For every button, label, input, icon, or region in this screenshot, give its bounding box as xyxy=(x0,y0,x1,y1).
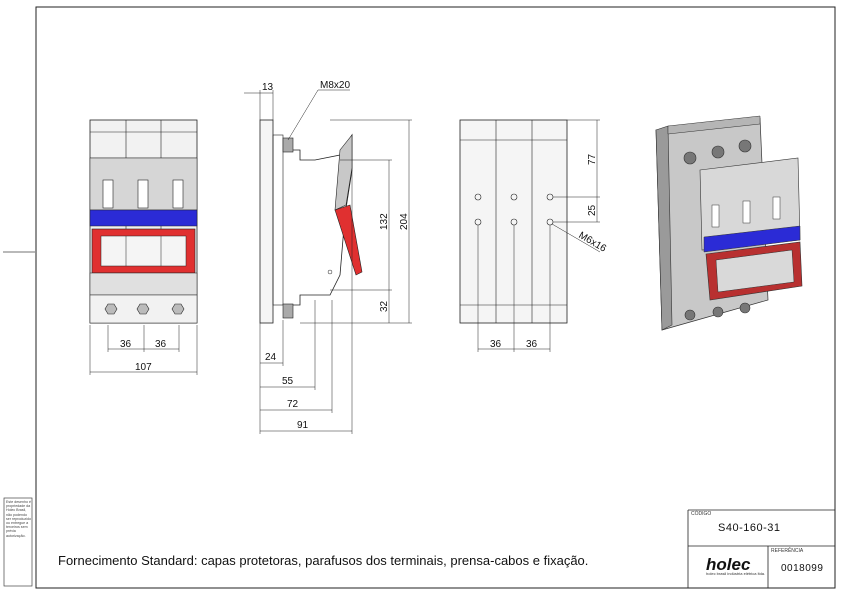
side-note-box xyxy=(3,497,33,587)
dim-24: 24 xyxy=(265,352,277,363)
dim-13: 13 xyxy=(262,82,274,93)
screw-label: M8x20 xyxy=(320,80,350,91)
isometric-view xyxy=(655,115,803,331)
blue-band xyxy=(89,209,198,227)
codigo-value: S40-160-31 xyxy=(718,522,781,534)
iso-blue-band xyxy=(703,225,801,253)
referencia-value: 0018099 xyxy=(781,563,824,574)
dim-107: 107 xyxy=(135,362,152,373)
codigo-label: CÓDIGO xyxy=(691,511,712,517)
ownership-note: Este desenho é propriedade da Holec Bras… xyxy=(6,500,31,538)
hole-label: M6x16 xyxy=(577,230,609,255)
rear-view: 77 25 M6x16 36 36 xyxy=(459,119,609,352)
title-block xyxy=(687,509,835,588)
dim-77: 77 xyxy=(587,153,598,165)
dim-36-rear-a: 36 xyxy=(490,339,502,350)
side-view: 13 M8x20 24 55 72 91 132 204 32 xyxy=(244,80,412,434)
holec-logo: holec xyxy=(706,555,751,574)
dim-55: 55 xyxy=(282,376,294,387)
dim-72: 72 xyxy=(287,399,299,410)
dim-32: 32 xyxy=(379,300,390,312)
front-view: 36 36 107 xyxy=(89,119,198,375)
supply-caption: Fornecimento Standard: capas protetoras,… xyxy=(58,553,589,568)
dim-91: 91 xyxy=(297,420,309,431)
dim-36-front-b: 36 xyxy=(155,339,167,350)
side-red-lever xyxy=(334,204,363,276)
dim-36-front-a: 36 xyxy=(120,339,132,350)
dim-132: 132 xyxy=(379,213,390,230)
holec-logo-subtitle: holec brasil indústria elétrica ltda. xyxy=(706,571,766,576)
drawing-frame xyxy=(35,6,836,589)
referencia-label: REFERÊNCIA xyxy=(771,548,804,554)
dim-204: 204 xyxy=(399,213,410,230)
dim-25: 25 xyxy=(587,204,598,216)
dim-36-rear-b: 36 xyxy=(526,339,538,350)
